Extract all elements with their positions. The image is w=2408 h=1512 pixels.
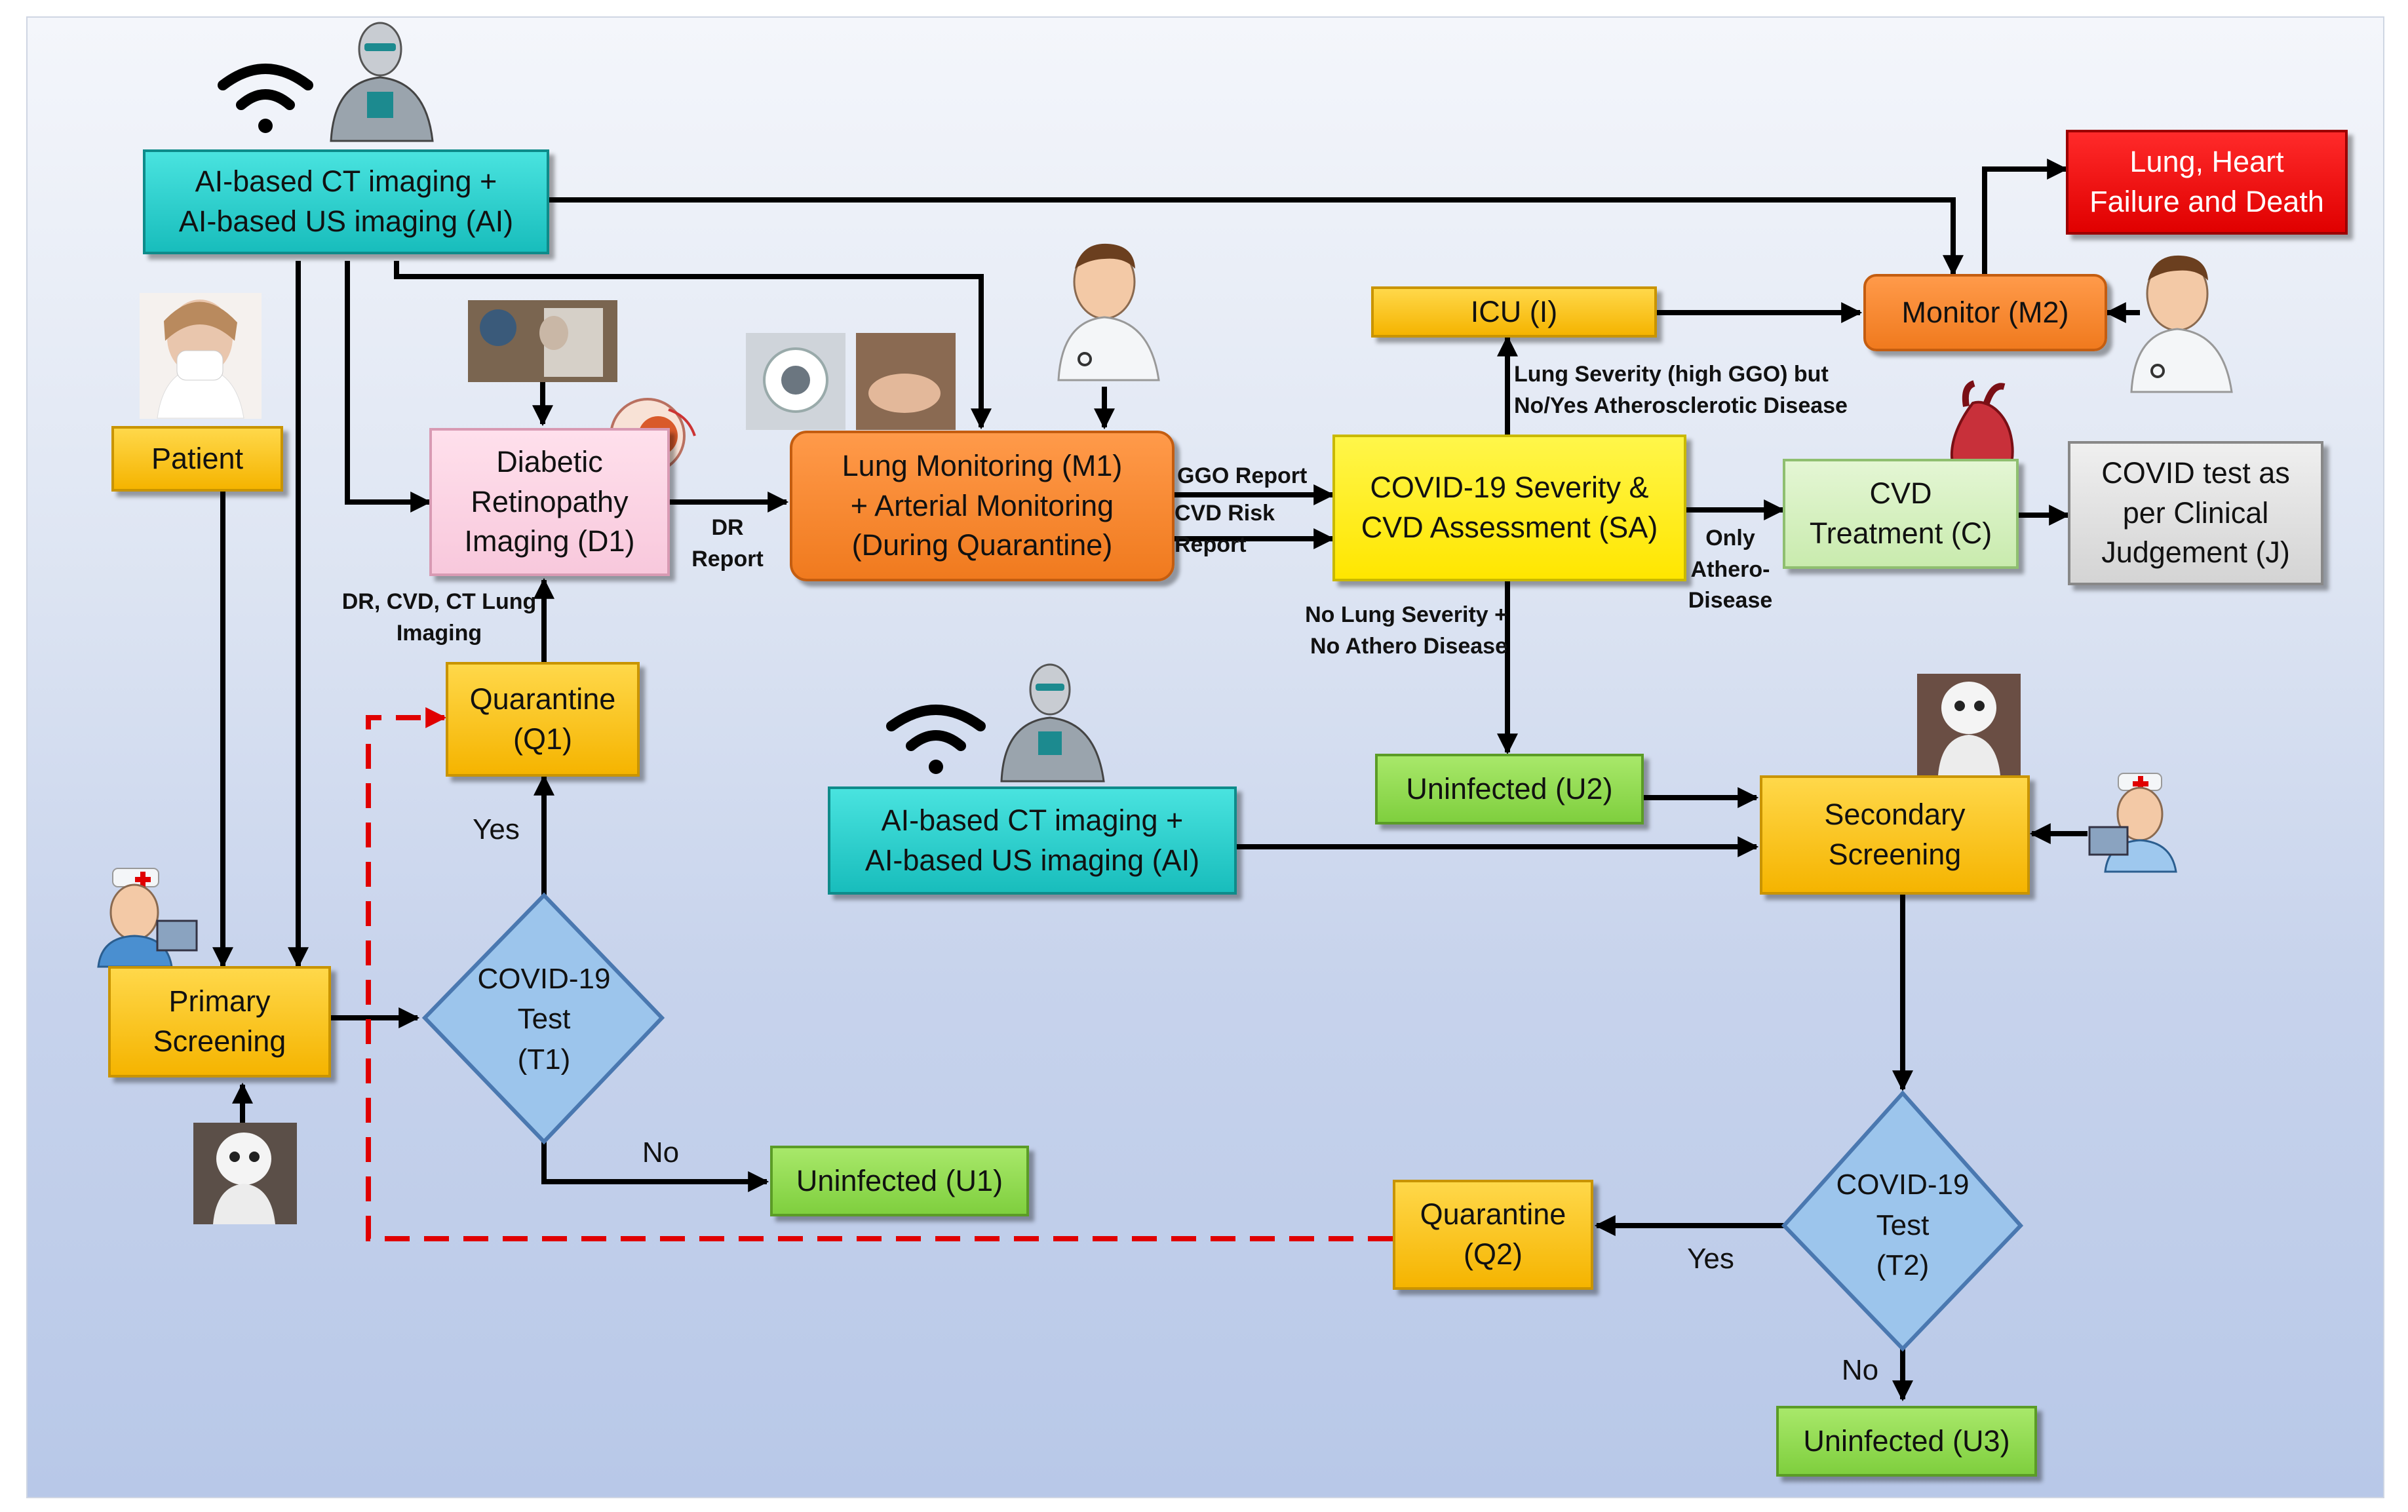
lung-monitoring-box: Lung Monitoring (M1) + Arterial Monitori… [790,431,1175,581]
covid-test-t1: COVID-19 Test (T1) [477,962,611,1076]
secondary-screening-box: Secondary Screening [1760,775,2030,895]
uninfected-u3-box: Uninfected (U3) [1776,1406,2037,1477]
ct-scanner-photo [746,333,956,430]
arrow-ai-to-lungmon [394,261,992,430]
robot-icon [330,22,434,142]
yes-label-t2: Yes [1687,1243,1734,1275]
nurse-icon [97,868,198,968]
cvd-risk-report-label: CVD Risk Report [1175,501,1275,557]
cvd-treatment-box: CVD Treatment (C) [1783,459,2019,569]
icu-box: ICU (I) [1371,286,1657,338]
t2-diamond-shape [1781,1090,2024,1352]
sneezing-patient-photo [140,293,262,419]
clinical-judgement-box: COVID test as per Clinical Judgement (J) [2068,441,2323,585]
uninfected-u1-box: Uninfected (U1) [770,1146,1029,1216]
elderly-patient-photo [468,300,617,382]
no-label-t2: No [1841,1354,1879,1386]
primary-screening-box: Primary Screening [108,966,331,1077]
yes-label-t1: Yes [473,813,520,845]
arrow-t1-to-u1 [541,1142,769,1192]
severity-assessment-box: COVID-19 Severity & CVD Assessment (SA) [1332,435,1686,581]
ggo-report-label: GGO Report [1177,463,1308,488]
ai-imaging-top-box: AI-based CT imaging + AI-based US imagin… [143,149,549,254]
arrow-monitor-to-death [1982,159,2068,274]
uninfected-u2-box: Uninfected (U2) [1375,754,1644,824]
humanoid-robot-photo [1917,674,2021,775]
quarantine-q1-box: Quarantine (Q1) [446,662,640,777]
doctor-icon [1057,243,1160,381]
patient-box: Patient [111,426,283,492]
t1-diamond-shape [421,892,665,1145]
wifi-icon [886,705,986,774]
no-label-t1: No [642,1136,680,1169]
doctor-icon [2130,255,2233,393]
arrow-ai-to-monitor [549,197,1964,277]
robot-icon [1000,663,1105,783]
covid-test-t2: COVID-19 Test (T2) [1836,1169,1970,1282]
lung-severity-label: Lung Severity (high GGO) but No/Yes Athe… [1514,362,1848,418]
ai-imaging-mid-box: AI-based CT imaging + AI-based US imagin… [828,786,1237,895]
death-box: Lung, Heart Failure and Death [2066,130,2348,235]
nurse-icon [2088,773,2177,873]
no-lung-severity-label: No Lung Severity + No Athero Disease [1305,602,1507,659]
dashed-link-q2-to-q1 [366,707,1393,1241]
arrow-ai-to-diabetic [345,261,432,513]
only-athero-label: Only Athero- Disease [1688,526,1773,613]
monitor-m2-box: Monitor (M2) [1863,274,2107,351]
diabetic-retinopathy-box: Diabetic Retinopathy Imaging (D1) [429,428,670,576]
humanoid-robot-photo [193,1123,297,1224]
dr-cvd-ct-label: DR, CVD, CT Lung Imaging [341,589,537,646]
quarantine-q2-box: Quarantine (Q2) [1393,1180,1593,1290]
wifi-icon [218,64,313,133]
dr-report-label: DR Report [691,515,764,572]
